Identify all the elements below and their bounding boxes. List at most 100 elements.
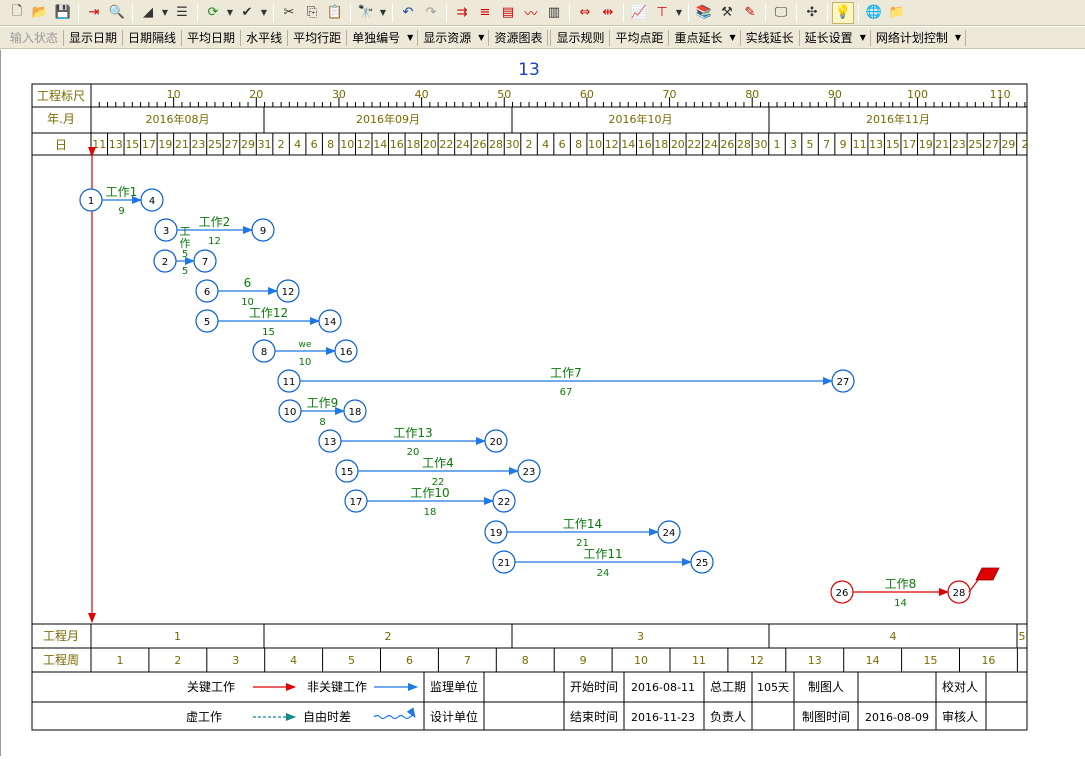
save-icon[interactable]: 💾 <box>54 5 72 20</box>
node-circle[interactable] <box>277 369 301 393</box>
node-circle[interactable] <box>140 188 164 212</box>
books-icon[interactable]: 📚 <box>695 5 713 20</box>
refresh-icon[interactable]: ⟳ <box>207 5 219 20</box>
day-label: 2 <box>526 138 533 151</box>
curve-icon[interactable]: 〰 <box>524 7 538 22</box>
activity-duration: 12 <box>208 236 221 247</box>
node-circle[interactable] <box>318 429 342 453</box>
resource-icon[interactable]: ▥ <box>547 5 561 20</box>
chevron-down-icon[interactable]: ▼ <box>859 33 866 42</box>
node-circle[interactable] <box>278 399 302 423</box>
edit-icon[interactable]: ✎ <box>744 5 756 20</box>
screen-icon[interactable]: 🖵 <box>774 5 788 20</box>
undo-icon[interactable]: ↶ <box>402 5 414 20</box>
node-circle[interactable] <box>318 309 342 333</box>
tools-icon[interactable]: ⚒ <box>721 5 733 20</box>
command-button-5[interactable]: 平均行距 <box>293 30 342 45</box>
command-button-2[interactable]: 日期隔线 <box>128 30 177 45</box>
node-circle[interactable] <box>251 218 275 242</box>
project-week-label: 1 <box>116 654 123 667</box>
node-circle[interactable] <box>334 339 358 363</box>
compress-icon[interactable]: ⇹ <box>602 5 614 20</box>
node-circle[interactable] <box>195 309 219 333</box>
command-button-14[interactable]: 网络计划控制 <box>875 30 948 45</box>
node-number: 11 <box>283 377 296 388</box>
command-button-12[interactable]: 实线延长 <box>745 30 794 45</box>
node-circle[interactable] <box>343 399 367 423</box>
chevron-down-icon[interactable]: ▼ <box>729 33 736 42</box>
line-style-icon[interactable]: ◢ <box>143 5 153 20</box>
command-button-7[interactable]: 显示资源 <box>423 30 472 45</box>
chevron-down-icon[interactable]: ▼ <box>954 33 962 42</box>
toolbar-separator <box>350 3 351 22</box>
redo-icon[interactable]: ↷ <box>425 5 437 20</box>
activity-name: 工作4 <box>422 456 454 470</box>
command-button-3[interactable]: 平均日期 <box>187 30 236 45</box>
legend-supervisor: 监理单位 <box>430 679 478 694</box>
text-align-icon[interactable]: ⊤ <box>656 5 668 20</box>
node-circle[interactable] <box>484 520 508 544</box>
list-icon[interactable]: ▤ <box>501 5 515 20</box>
node-circle[interactable] <box>335 459 359 483</box>
node-circle[interactable] <box>79 188 103 212</box>
gantt-icon[interactable]: ≡ <box>479 5 491 20</box>
line-style-dropdown-icon[interactable]: ▼ <box>161 8 169 17</box>
node-number: 5 <box>204 317 210 328</box>
day-label: 20 <box>671 138 685 151</box>
print-preview-icon[interactable]: 🔍 <box>108 5 126 20</box>
command-button-9[interactable]: 显示规则 <box>556 30 605 45</box>
new-file-icon[interactable]: 🗋 <box>11 3 23 19</box>
find-dropdown-icon[interactable]: ▼ <box>379 8 387 17</box>
chart-icon[interactable]: 📈 <box>630 5 648 20</box>
check-dropdown-icon[interactable]: ▼ <box>260 8 268 17</box>
globe-icon[interactable]: 🌐 <box>865 5 883 20</box>
node-circle[interactable] <box>153 249 177 273</box>
node-circle[interactable] <box>492 489 516 513</box>
node-circle[interactable] <box>276 279 300 303</box>
folder-icon[interactable]: 📁 <box>888 5 906 20</box>
chevron-down-icon[interactable]: ▼ <box>407 33 414 42</box>
command-button-4[interactable]: 水平线 <box>246 30 283 45</box>
distribute-icon[interactable]: ⇔ <box>579 5 591 20</box>
check-icon[interactable]: ✔ <box>241 5 253 20</box>
refresh-dropdown-icon[interactable]: ▼ <box>226 8 234 17</box>
chevron-down-icon[interactable]: ▼ <box>478 33 485 42</box>
open-folder-icon[interactable]: 📂 <box>31 5 49 20</box>
node-circle[interactable] <box>195 279 219 303</box>
node-circle[interactable] <box>517 459 541 483</box>
command-button-11[interactable]: 重点延长 <box>674 30 723 45</box>
checker-label: 校对人 <box>942 679 978 694</box>
bulb-icon[interactable]: 💡 <box>832 1 854 24</box>
command-button-6[interactable]: 单独编号 <box>352 30 401 45</box>
command-button-10[interactable]: 平均点距 <box>615 30 664 45</box>
command-button-0[interactable]: 输入状态 <box>10 30 59 45</box>
align-icon[interactable]: ☰ <box>176 5 188 20</box>
network-view-icon[interactable]: ⇉ <box>456 5 468 20</box>
node-circle[interactable] <box>947 580 971 604</box>
cut-icon[interactable]: ✂ <box>283 5 295 20</box>
command-button-1[interactable]: 显示日期 <box>69 30 118 45</box>
node-circle[interactable] <box>484 429 508 453</box>
activity-name: 工作1 <box>106 185 138 199</box>
paste-icon[interactable]: 📋 <box>326 5 344 20</box>
node-number: 12 <box>282 287 295 298</box>
command-button-13[interactable]: 延长设置 <box>804 30 853 45</box>
day-label: 11 <box>853 138 867 151</box>
node-circle[interactable] <box>154 218 178 242</box>
node-circle[interactable] <box>252 339 276 363</box>
node-circle[interactable] <box>344 489 368 513</box>
find-icon[interactable]: 🔭 <box>357 5 375 20</box>
node-circle[interactable] <box>492 550 516 574</box>
node-circle[interactable] <box>193 249 217 273</box>
node-circle[interactable] <box>657 520 681 544</box>
text-align-dropdown-icon[interactable]: ▼ <box>675 8 683 17</box>
activity-name: 作 <box>180 237 191 250</box>
copy-icon[interactable]: ⎘ <box>306 5 318 20</box>
node-circle[interactable] <box>830 580 854 604</box>
node-circle[interactable] <box>690 550 714 574</box>
export-icon[interactable]: ⇥ <box>88 5 100 20</box>
day-label: 30 <box>753 138 767 151</box>
node-circle[interactable] <box>831 369 855 393</box>
pin-icon[interactable]: ✣ <box>806 5 818 20</box>
command-button-8[interactable]: 资源图表 <box>494 30 543 45</box>
